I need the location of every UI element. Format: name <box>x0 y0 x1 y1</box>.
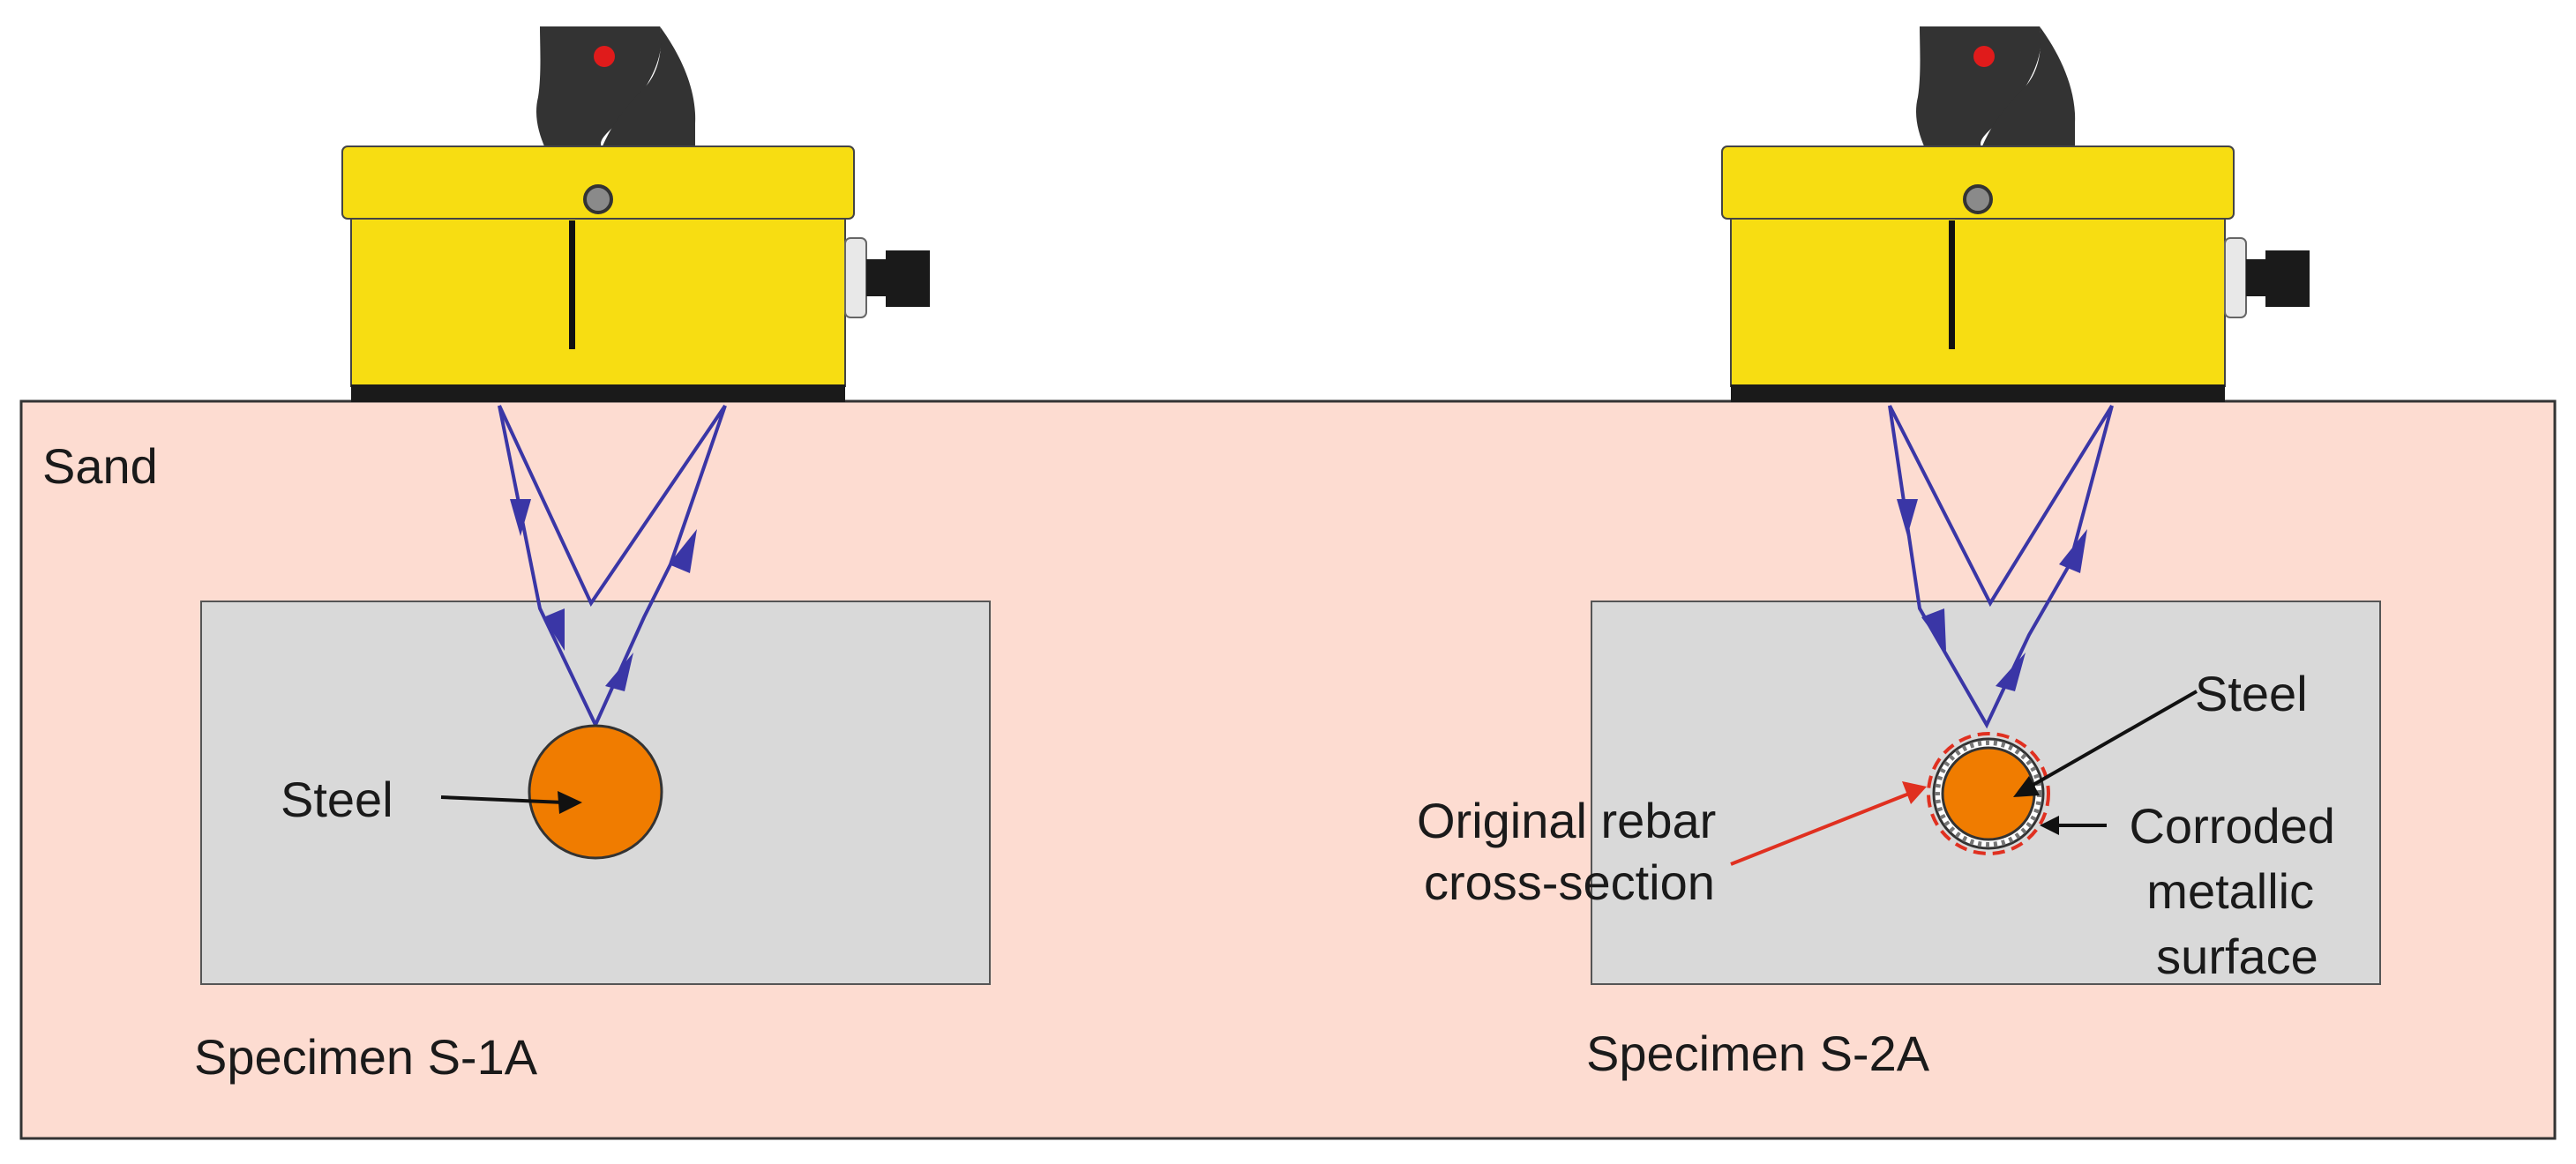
specimen-label-left: Specimen S-1A <box>194 1029 538 1085</box>
ray-arrows-right <box>1897 499 2087 691</box>
corroded-surface-arrow <box>2040 816 2107 835</box>
steel-rebar-left <box>528 724 663 860</box>
antenna-body <box>350 218 846 387</box>
led-indicator-icon <box>1973 46 1995 67</box>
cable-connector-icon <box>844 237 930 318</box>
steel-label-right: Steel <box>2195 666 2308 721</box>
original-rebar-label: Original rebar cross-section <box>1417 793 1730 910</box>
sand-label: Sand <box>42 438 158 494</box>
steel-arrow-left <box>440 791 582 814</box>
specimen-label-right: Specimen S-2A <box>1586 1026 1930 1081</box>
ray-arrows-left <box>510 499 697 691</box>
lid-screw-icon <box>583 184 613 214</box>
antenna-slot <box>569 220 575 349</box>
original-rebar-outline <box>1927 732 2050 855</box>
corrosion-texture <box>1935 740 2042 847</box>
led-indicator-icon <box>594 46 615 67</box>
steel-label-left: Steel <box>281 772 393 827</box>
gpr-antenna-icon <box>1721 26 2310 402</box>
steel-arrow-right <box>2013 690 2198 797</box>
antenna-handle <box>535 26 662 148</box>
antenna-base <box>351 384 845 402</box>
original-rebar-arrow <box>1730 781 1927 866</box>
cable-connector-icon <box>2224 237 2310 318</box>
corroded-surface-label: Corroded metallic surface <box>2129 798 2348 984</box>
gpr-antenna-icon <box>341 26 930 402</box>
corroded-rebar-right <box>1927 732 2050 855</box>
